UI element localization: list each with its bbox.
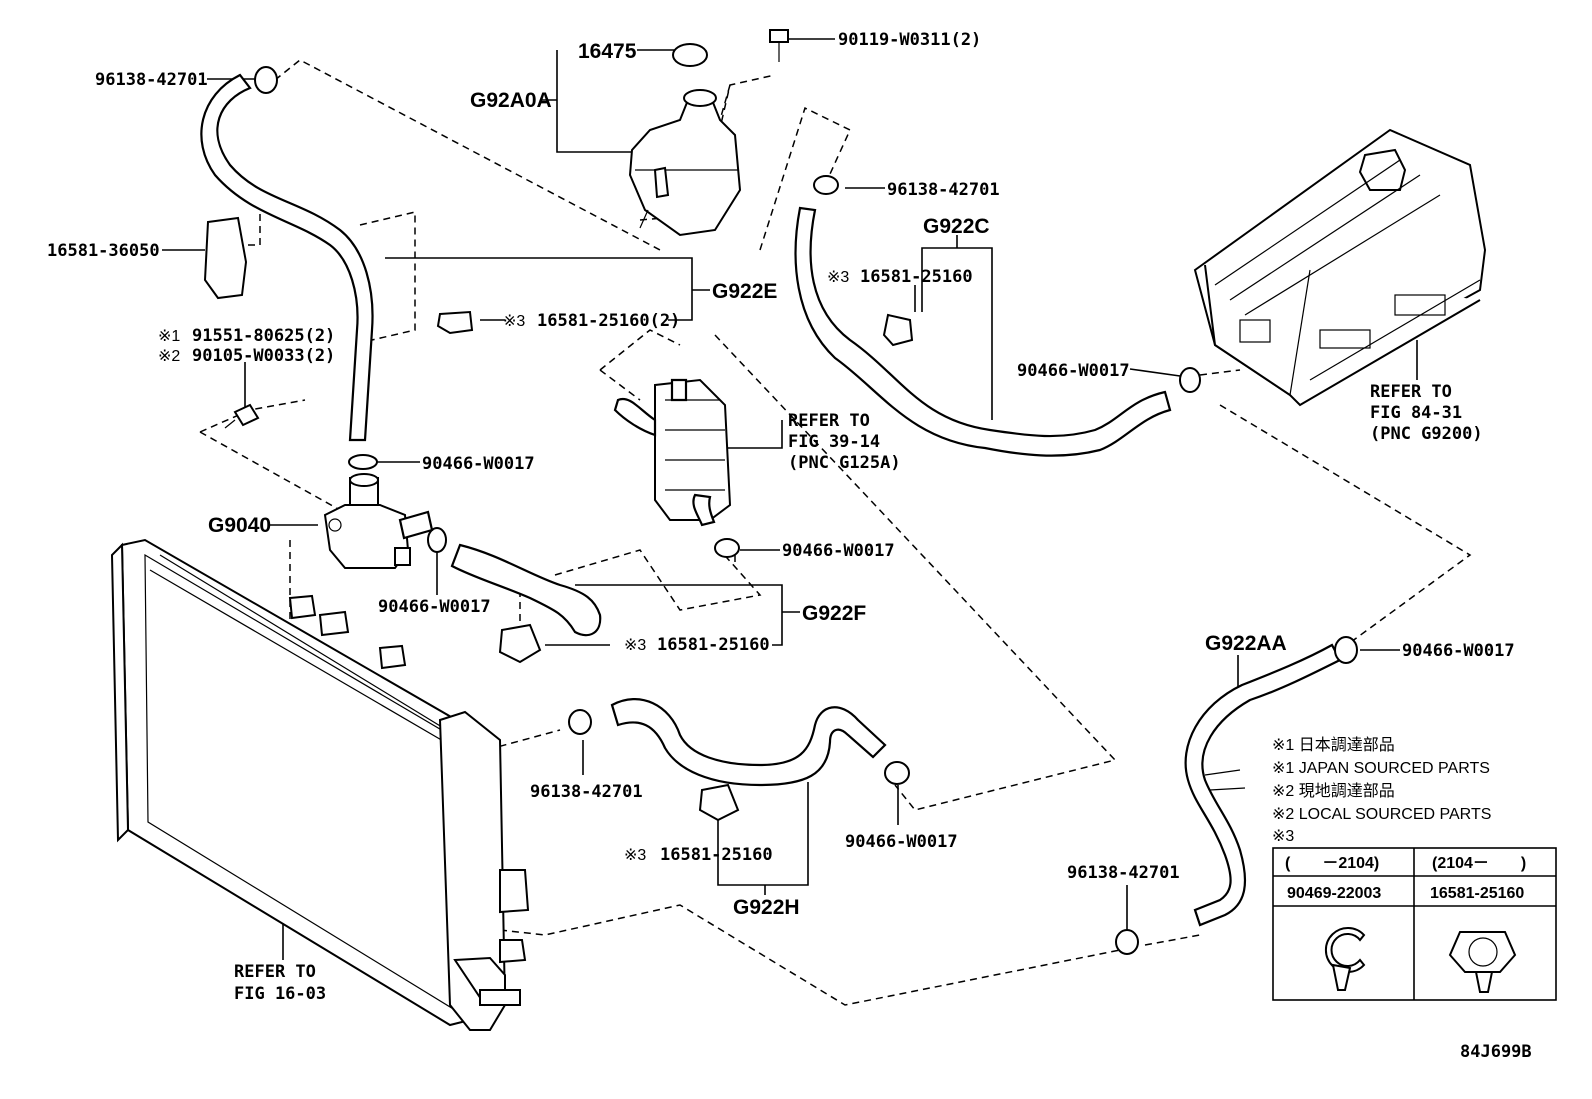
clamps xyxy=(254,66,1358,955)
clamp-icon xyxy=(427,527,447,553)
label-g922f: G922F xyxy=(802,602,866,625)
label-90466-pump-top: 90466-W0017 xyxy=(422,454,535,474)
note-japan-sourced-jp: ※1 日本調達部品 xyxy=(1272,736,1395,754)
hoses xyxy=(200,73,1342,927)
mark-note3-e: ※3 xyxy=(503,313,525,330)
label-16581-25160-c: 16581-25160 xyxy=(860,267,973,287)
table-part-90469: 90469-22003 xyxy=(1287,885,1381,902)
label-96138-top-right: 96138-42701 xyxy=(887,180,1000,200)
mark-note3-h: ※3 xyxy=(624,847,646,864)
label-90105: 90105-W0033(2) xyxy=(192,346,335,366)
label-16581-25160-e: 16581-25160(2) xyxy=(537,311,680,331)
note-local-sourced-jp: ※2 現地調達部品 xyxy=(1272,782,1395,800)
clamp-icon xyxy=(1334,636,1358,664)
label-g922aa: G922AA xyxy=(1205,632,1287,655)
label-g9040: G9040 xyxy=(208,514,271,537)
refer-fig-16-line1: REFER TO xyxy=(234,962,316,982)
label-96138-g922aa: 96138-42701 xyxy=(1067,863,1180,883)
sensor-icon xyxy=(203,216,248,300)
label-90466-g922aa: 90466-W0017 xyxy=(1402,641,1515,661)
clamp-icon xyxy=(568,709,592,735)
clip-icon xyxy=(1324,927,1366,973)
clamp-icon xyxy=(813,175,839,195)
table-header-after-2104: (2104－ ) xyxy=(1432,855,1526,872)
label-90466-cooler: 90466-W0017 xyxy=(782,541,895,561)
note-local-sourced-en: ※2 LOCAL SOURCED PARTS xyxy=(1272,806,1491,823)
clip-icon xyxy=(698,783,740,822)
mark-note3-f: ※3 xyxy=(624,637,646,654)
label-90466-g922c: 90466-W0017 xyxy=(1017,361,1130,381)
refer-fig-39-line2: FIG 39-14 xyxy=(788,432,880,452)
reservoir-cap-icon xyxy=(672,43,708,67)
note-3-marker: ※3 xyxy=(1272,828,1294,845)
clip-icon xyxy=(436,310,474,335)
refer-fig-16-line2: FIG 16-03 xyxy=(234,984,326,1004)
clip-icon xyxy=(498,623,542,664)
table-header-before-2104: ( －2104) xyxy=(1285,855,1379,872)
clamp-icon xyxy=(1179,367,1201,393)
hose-g922h xyxy=(610,698,887,787)
clamp-icon xyxy=(254,66,278,94)
hose-g922e xyxy=(200,73,374,442)
label-g922c: G922C xyxy=(923,215,990,238)
mark-note2: ※2 xyxy=(158,348,180,365)
clamp-icon xyxy=(884,761,910,785)
refer-fig-84-line2: FIG 84-31 xyxy=(1370,403,1462,423)
clips xyxy=(203,29,914,822)
label-16581-25160-f: 16581-25160 xyxy=(657,635,770,655)
notes-legend: ※1 日本調達部品 ※1 JAPAN SOURCED PARTS ※2 現地調達… xyxy=(1272,736,1526,902)
refer-fig-39-line3: (PNC G125A) xyxy=(788,453,901,473)
refer-fig-39-line1: REFER TO xyxy=(788,411,870,431)
hose-g922aa xyxy=(1184,643,1342,927)
parts-variant-table xyxy=(1272,847,1557,1001)
oil-cooler xyxy=(613,378,732,527)
part-labels: 96138-42701 16475 90119-W0311(2) G92A0A … xyxy=(47,30,1532,1062)
mark-note1: ※1 xyxy=(158,328,180,345)
label-90466-g922h: 90466-W0017 xyxy=(845,832,958,852)
clamp-icon xyxy=(348,454,378,470)
label-96138-top-left: 96138-42701 xyxy=(95,70,208,90)
inverter-assembly xyxy=(1193,128,1487,407)
label-90466-pump-outlet: 90466-W0017 xyxy=(378,597,491,617)
label-16475: 16475 xyxy=(578,40,637,63)
label-16581-36050: 16581-36050 xyxy=(47,241,160,261)
label-g92a0a: G92A0A xyxy=(470,89,552,112)
label-96138-g922h: 96138-42701 xyxy=(530,782,643,802)
table-part-16581: 16581-25160 xyxy=(1430,885,1524,902)
hose-g922f xyxy=(450,543,602,637)
note-japan-sourced-en: ※1 JAPAN SOURCED PARTS xyxy=(1272,760,1490,777)
clamp-icon xyxy=(1115,929,1139,955)
mark-note3-c: ※3 xyxy=(827,269,849,286)
label-16581-25160-h: 16581-25160 xyxy=(660,845,773,865)
label-91551: 91551-80625(2) xyxy=(192,326,335,346)
clip-icon xyxy=(1448,931,1517,973)
radiator xyxy=(110,538,530,1031)
refer-fig-84-line3: (PNC G9200) xyxy=(1370,424,1483,444)
figure-code: 84J699B xyxy=(1460,1042,1532,1062)
clamp-icon xyxy=(714,538,740,558)
label-g922h: G922H xyxy=(733,896,800,919)
bolt-icon xyxy=(233,403,260,427)
reservoir-tank xyxy=(628,43,742,237)
clip-icon xyxy=(882,313,914,347)
water-pump xyxy=(323,473,434,569)
refer-fig-84-line1: REFER TO xyxy=(1370,382,1452,402)
label-90119: 90119-W0311(2) xyxy=(838,30,981,50)
label-g922e: G922E xyxy=(712,280,777,303)
hose-g922c xyxy=(794,206,1172,457)
dashed-guide-lines xyxy=(199,59,1472,1006)
bolt-icon xyxy=(769,29,789,43)
